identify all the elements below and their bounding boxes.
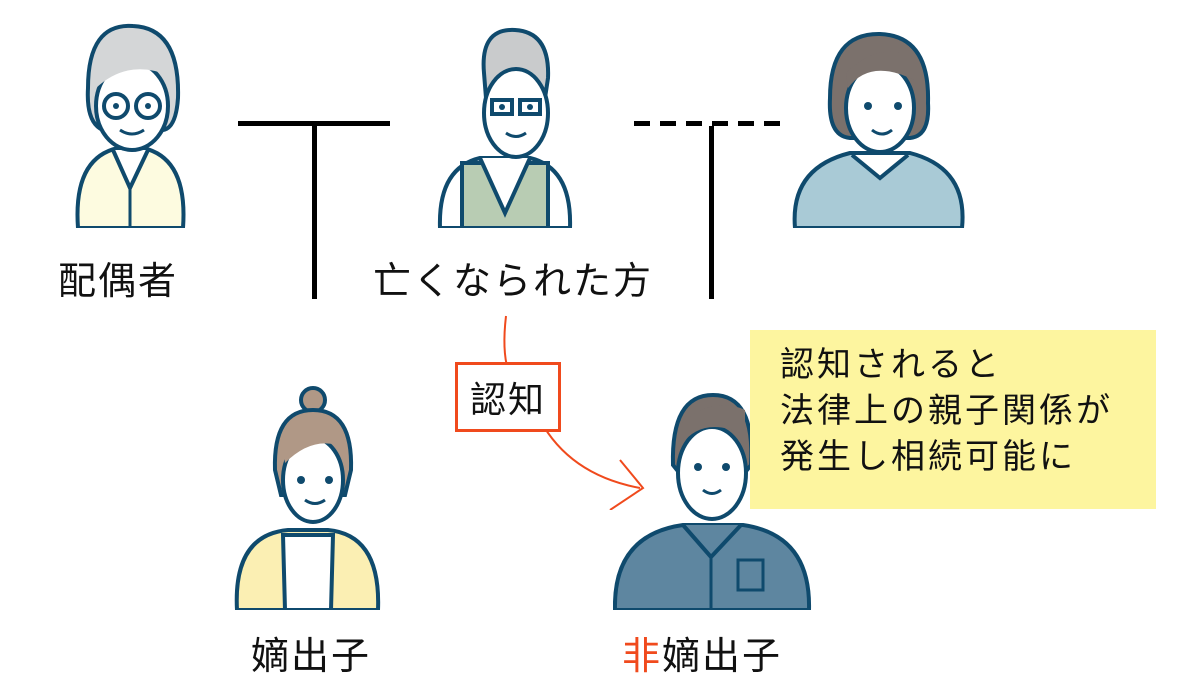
illegitimate-prefix: 非: [622, 634, 663, 678]
recognition-label: 認知: [455, 362, 562, 432]
note-line-1: 認知されると: [780, 345, 1002, 385]
note-line-2: 法律上の親子関係が: [780, 391, 1113, 431]
deceased-illustration: [420, 18, 590, 228]
partner-illustration: [790, 18, 970, 228]
legitimate-child-illustration: [233, 385, 383, 610]
child-line-vertical: [312, 121, 317, 299]
spouse-illustration: [48, 18, 213, 228]
spouse-label: 配偶者: [58, 259, 179, 303]
note-line-3: 発生し相続可能に: [780, 437, 1076, 477]
illegitimate-child-illustration: [613, 385, 813, 610]
legitimate-child-label: 嫡出子: [251, 634, 372, 678]
partner-line-dashed: [634, 121, 784, 126]
illegitimate-child-label: 非嫡出子: [622, 625, 782, 680]
illegitimate-rest: 嫡出子: [662, 634, 783, 678]
deceased-label: 亡くなられた方: [373, 259, 654, 303]
partner-child-line-vertical: [709, 126, 714, 299]
explanation-note: 認知されると 法律上の親子関係が 発生し相続可能に: [750, 330, 1156, 509]
